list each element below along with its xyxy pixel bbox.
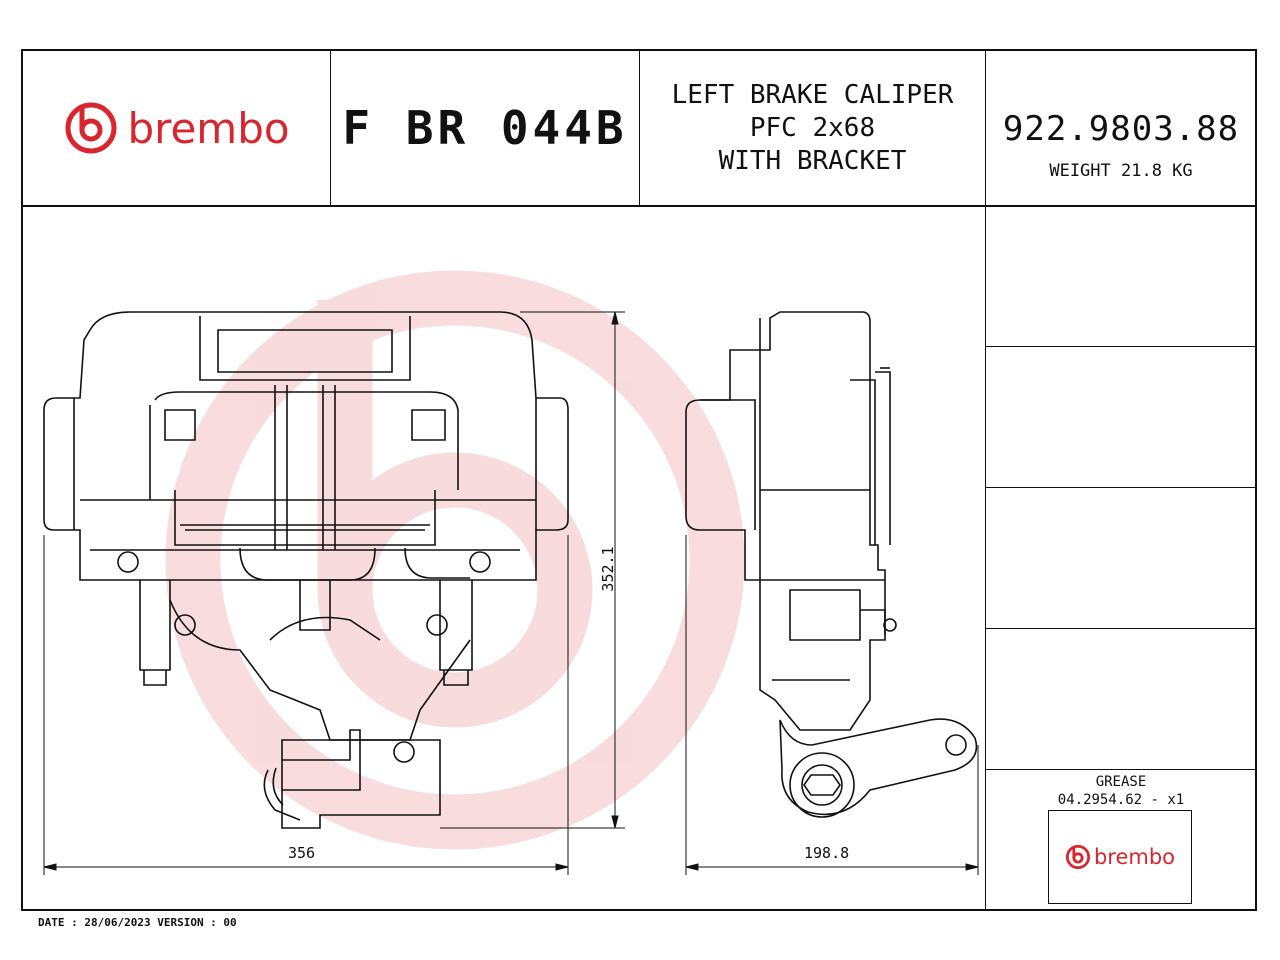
right-row-divider-4 xyxy=(985,769,1257,770)
product-code: F BR 044B xyxy=(342,101,628,155)
brembo-mark-small-icon xyxy=(1065,844,1091,870)
right-panel-divider xyxy=(985,49,986,911)
footer-date-version: DATE : 28/06/2023 VERSION : 00 xyxy=(38,916,237,929)
dimension-side-width: 198.8 xyxy=(804,844,850,862)
header-col-divider-2 xyxy=(639,49,640,206)
grease-logo-text: brembo xyxy=(1093,845,1176,869)
front-body-outline xyxy=(43,311,569,581)
brembo-mark-icon xyxy=(65,102,117,154)
right-row-divider-3 xyxy=(985,628,1257,629)
grease-logo-box: brembo xyxy=(1048,810,1192,904)
product-description: LEFT BRAKE CALIPER PFC 2x68 WITH BRACKET xyxy=(671,79,954,176)
header-divider xyxy=(21,205,1257,207)
brand-logo: brembo xyxy=(23,51,330,205)
caliper-front-view xyxy=(43,311,569,829)
dimension-front-width: 356 xyxy=(288,844,316,862)
brand-name: brembo xyxy=(127,103,290,153)
side-body-outline xyxy=(685,311,886,731)
grease-label: GREASE xyxy=(1095,774,1147,790)
dimension-lines xyxy=(43,311,979,875)
right-row-divider-1 xyxy=(985,346,1257,347)
header-col-divider-1 xyxy=(330,49,331,206)
grease-code: 04.2954.62 - x1 xyxy=(1057,792,1185,808)
part-number: 922.9803.88 xyxy=(1002,109,1240,149)
weight-label: WEIGHT 21.8 KG xyxy=(1049,161,1193,181)
caliper-side-view xyxy=(685,311,978,818)
dimension-front-height: 352.1 xyxy=(599,546,617,592)
brembo-watermark xyxy=(165,270,745,850)
right-row-divider-2 xyxy=(985,487,1257,488)
